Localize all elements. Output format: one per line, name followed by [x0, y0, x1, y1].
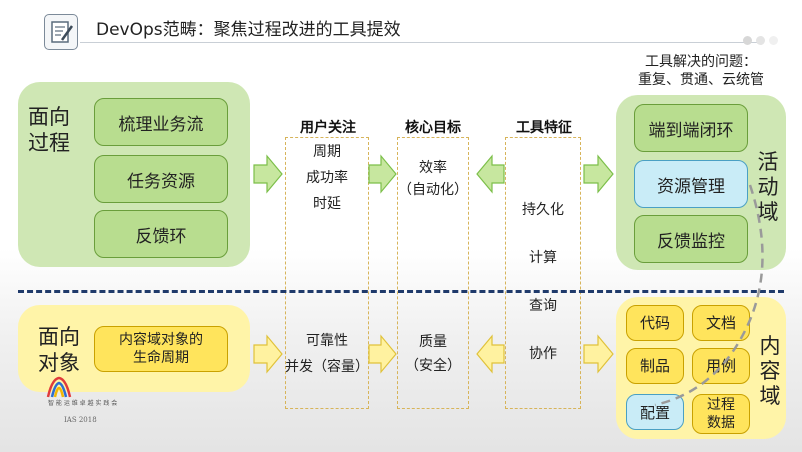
arrow-right: [253, 154, 283, 194]
activity-domain-label: 活 动 域: [757, 150, 779, 224]
process-item-task-resources: 任务资源: [94, 155, 228, 203]
activity-item-feedback-monitoring: 反馈监控: [634, 215, 748, 263]
object-label: 面向 对象: [38, 325, 80, 375]
connector-curve: [654, 184, 764, 407]
title-underline: [80, 42, 760, 43]
activity-note: 工具解决的问题： 重复、贯通、云统管: [638, 54, 764, 88]
object-lifecycle-box: 内容域对象的生命周期: [94, 326, 228, 372]
arrow-left: [476, 334, 505, 374]
process-label: 面向 过程: [28, 105, 70, 155]
core-goal-top: 效率 （自动化）: [398, 160, 468, 198]
content-item-document: 文档: [692, 305, 750, 341]
decor-dot: [769, 36, 778, 45]
user-focus-header: 用户关注: [300, 120, 356, 136]
edit-document-icon: [44, 14, 78, 50]
tool-features-list: 持久化 计算 查询 协作: [522, 202, 564, 362]
arrow-right: [583, 154, 614, 194]
content-item-code: 代码: [626, 305, 684, 341]
content-item-config: 配置: [626, 394, 684, 430]
page-title: DevOps范畴：聚焦过程改进的工具提效: [96, 20, 401, 40]
decor-dot: [743, 36, 752, 45]
arrow-right: [253, 334, 283, 374]
arrow-right: [368, 334, 397, 374]
core-goal-header: 核心目标: [405, 120, 461, 136]
section-divider: [18, 290, 784, 293]
content-item-process-data: 过程数据: [692, 394, 750, 434]
activity-item-end-to-end: 端到端闭环: [634, 104, 748, 152]
tool-features-column: [505, 137, 581, 409]
watermark-year: IAS 2018: [64, 416, 97, 424]
user-focus-column: [285, 137, 369, 409]
decor-dot: [756, 36, 765, 45]
arrow-left: [476, 154, 505, 194]
process-item-business-flow: 梳理业务流: [94, 98, 228, 146]
tool-features-header: 工具特征: [516, 120, 572, 136]
arrow-right: [583, 334, 614, 374]
user-focus-bottom: 可靠性 并发（容量）: [285, 333, 369, 375]
process-item-feedback-loop: 反馈环: [94, 210, 228, 258]
arrow-right: [368, 154, 397, 194]
content-domain-label: 内 容 域: [759, 334, 781, 408]
content-item-test-case: 用例: [692, 348, 750, 384]
activity-item-resource-management: 资源管理: [634, 160, 748, 208]
core-goal-bottom: 质量 （安全）: [405, 334, 461, 374]
content-item-artifact: 制品: [626, 348, 684, 384]
watermark-text: 智 能 运 维 卓 越 实 践 会: [48, 400, 118, 407]
user-focus-top: 周期 成功率 时延: [306, 144, 348, 212]
core-goal-column: [397, 137, 469, 409]
conference-logo: [44, 375, 74, 401]
